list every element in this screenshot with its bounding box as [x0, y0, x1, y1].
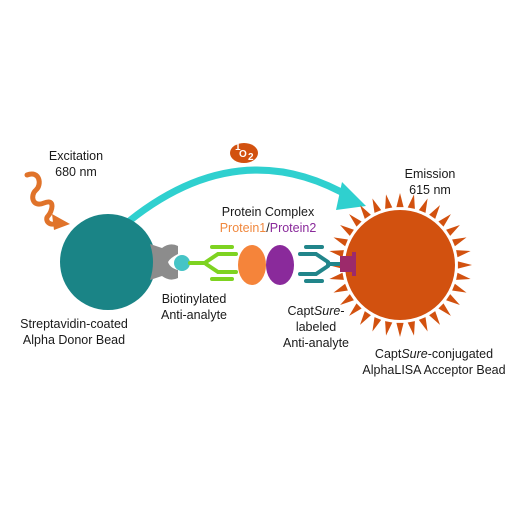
sun-ray	[438, 214, 451, 227]
biotin	[174, 255, 190, 271]
sun-ray	[429, 311, 440, 325]
protein-slash: /	[266, 221, 270, 235]
acceptor-label-line2: AlphaLISA Acceptor Bead	[362, 363, 505, 377]
sun-ray	[457, 261, 472, 269]
sun-ray	[349, 214, 362, 227]
protein2-label: Protein2	[270, 221, 317, 235]
sun-ray	[438, 303, 451, 316]
sun-ray	[429, 205, 440, 219]
wavy-excitation-arrow-icon	[24, 171, 70, 230]
sun-ray	[329, 272, 344, 280]
streptavidin	[150, 244, 178, 280]
sun-rays-icon	[328, 193, 472, 337]
sun-ray	[333, 283, 348, 293]
donor-label-line1: Streptavidin-coated	[20, 317, 128, 331]
sun-ray	[418, 317, 428, 332]
sun-ray	[329, 250, 344, 258]
sun-ray	[372, 317, 382, 332]
protein1-label: Protein1	[220, 221, 267, 235]
emission-wavelength: 615 nm	[409, 183, 451, 197]
donor-label-line2: Alpha Donor Bead	[23, 333, 125, 347]
acceptor-label-line1: CaptSure-conjugated	[375, 347, 493, 361]
sun-ray	[418, 198, 428, 213]
sun-ray	[446, 294, 460, 305]
captsure-tag	[340, 252, 356, 276]
sun-ray	[452, 283, 467, 293]
sun-ray	[349, 303, 362, 316]
sun-ray	[407, 194, 415, 209]
donor-bead	[60, 214, 156, 310]
sun-ray	[385, 321, 393, 336]
captsure-antibody	[298, 245, 342, 283]
sun-ray	[385, 194, 393, 209]
excitation-label: Excitation	[49, 149, 103, 163]
captsure-labeled-line1: CaptSure-	[288, 304, 345, 318]
protein1-shape	[238, 245, 266, 285]
biotinylated-antibody	[188, 245, 238, 281]
sun-ray	[360, 205, 371, 219]
sun-ray	[456, 250, 471, 258]
acceptor-bead	[345, 210, 455, 320]
sun-ray	[372, 198, 382, 213]
biotinylated-label-line1: Biotinylated	[162, 292, 227, 306]
excitation-wavelength: 680 nm	[55, 165, 97, 179]
sun-ray	[396, 322, 404, 337]
singlet-oxygen-badge: 1 O 2	[230, 142, 258, 163]
sun-ray	[333, 237, 348, 247]
singlet-oxygen-symbol: O	[239, 149, 247, 160]
singlet-oxygen-subscript: 2	[248, 152, 254, 163]
emission-label: Emission	[405, 167, 456, 181]
sun-ray	[340, 225, 354, 236]
sun-ray	[396, 193, 404, 208]
sun-ray	[456, 272, 471, 280]
singlet-oxygen-superscript: 1	[235, 142, 241, 153]
sun-ray	[446, 225, 460, 236]
sun-ray	[407, 321, 415, 336]
captsure-labeled-line3: Anti-analyte	[283, 336, 349, 350]
sun-ray	[452, 237, 467, 247]
sun-ray	[360, 311, 371, 325]
protein-complex-label: Protein Complex	[222, 205, 315, 219]
sun-ray	[340, 294, 354, 305]
protein2-shape	[266, 245, 294, 285]
captsure-labeled-line2: labeled	[296, 320, 336, 334]
biotinylated-label-line2: Anti-analyte	[161, 308, 227, 322]
curved-transfer-arrow-icon	[124, 166, 366, 226]
protein-pair-label: Protein1/Protein2	[220, 221, 317, 235]
